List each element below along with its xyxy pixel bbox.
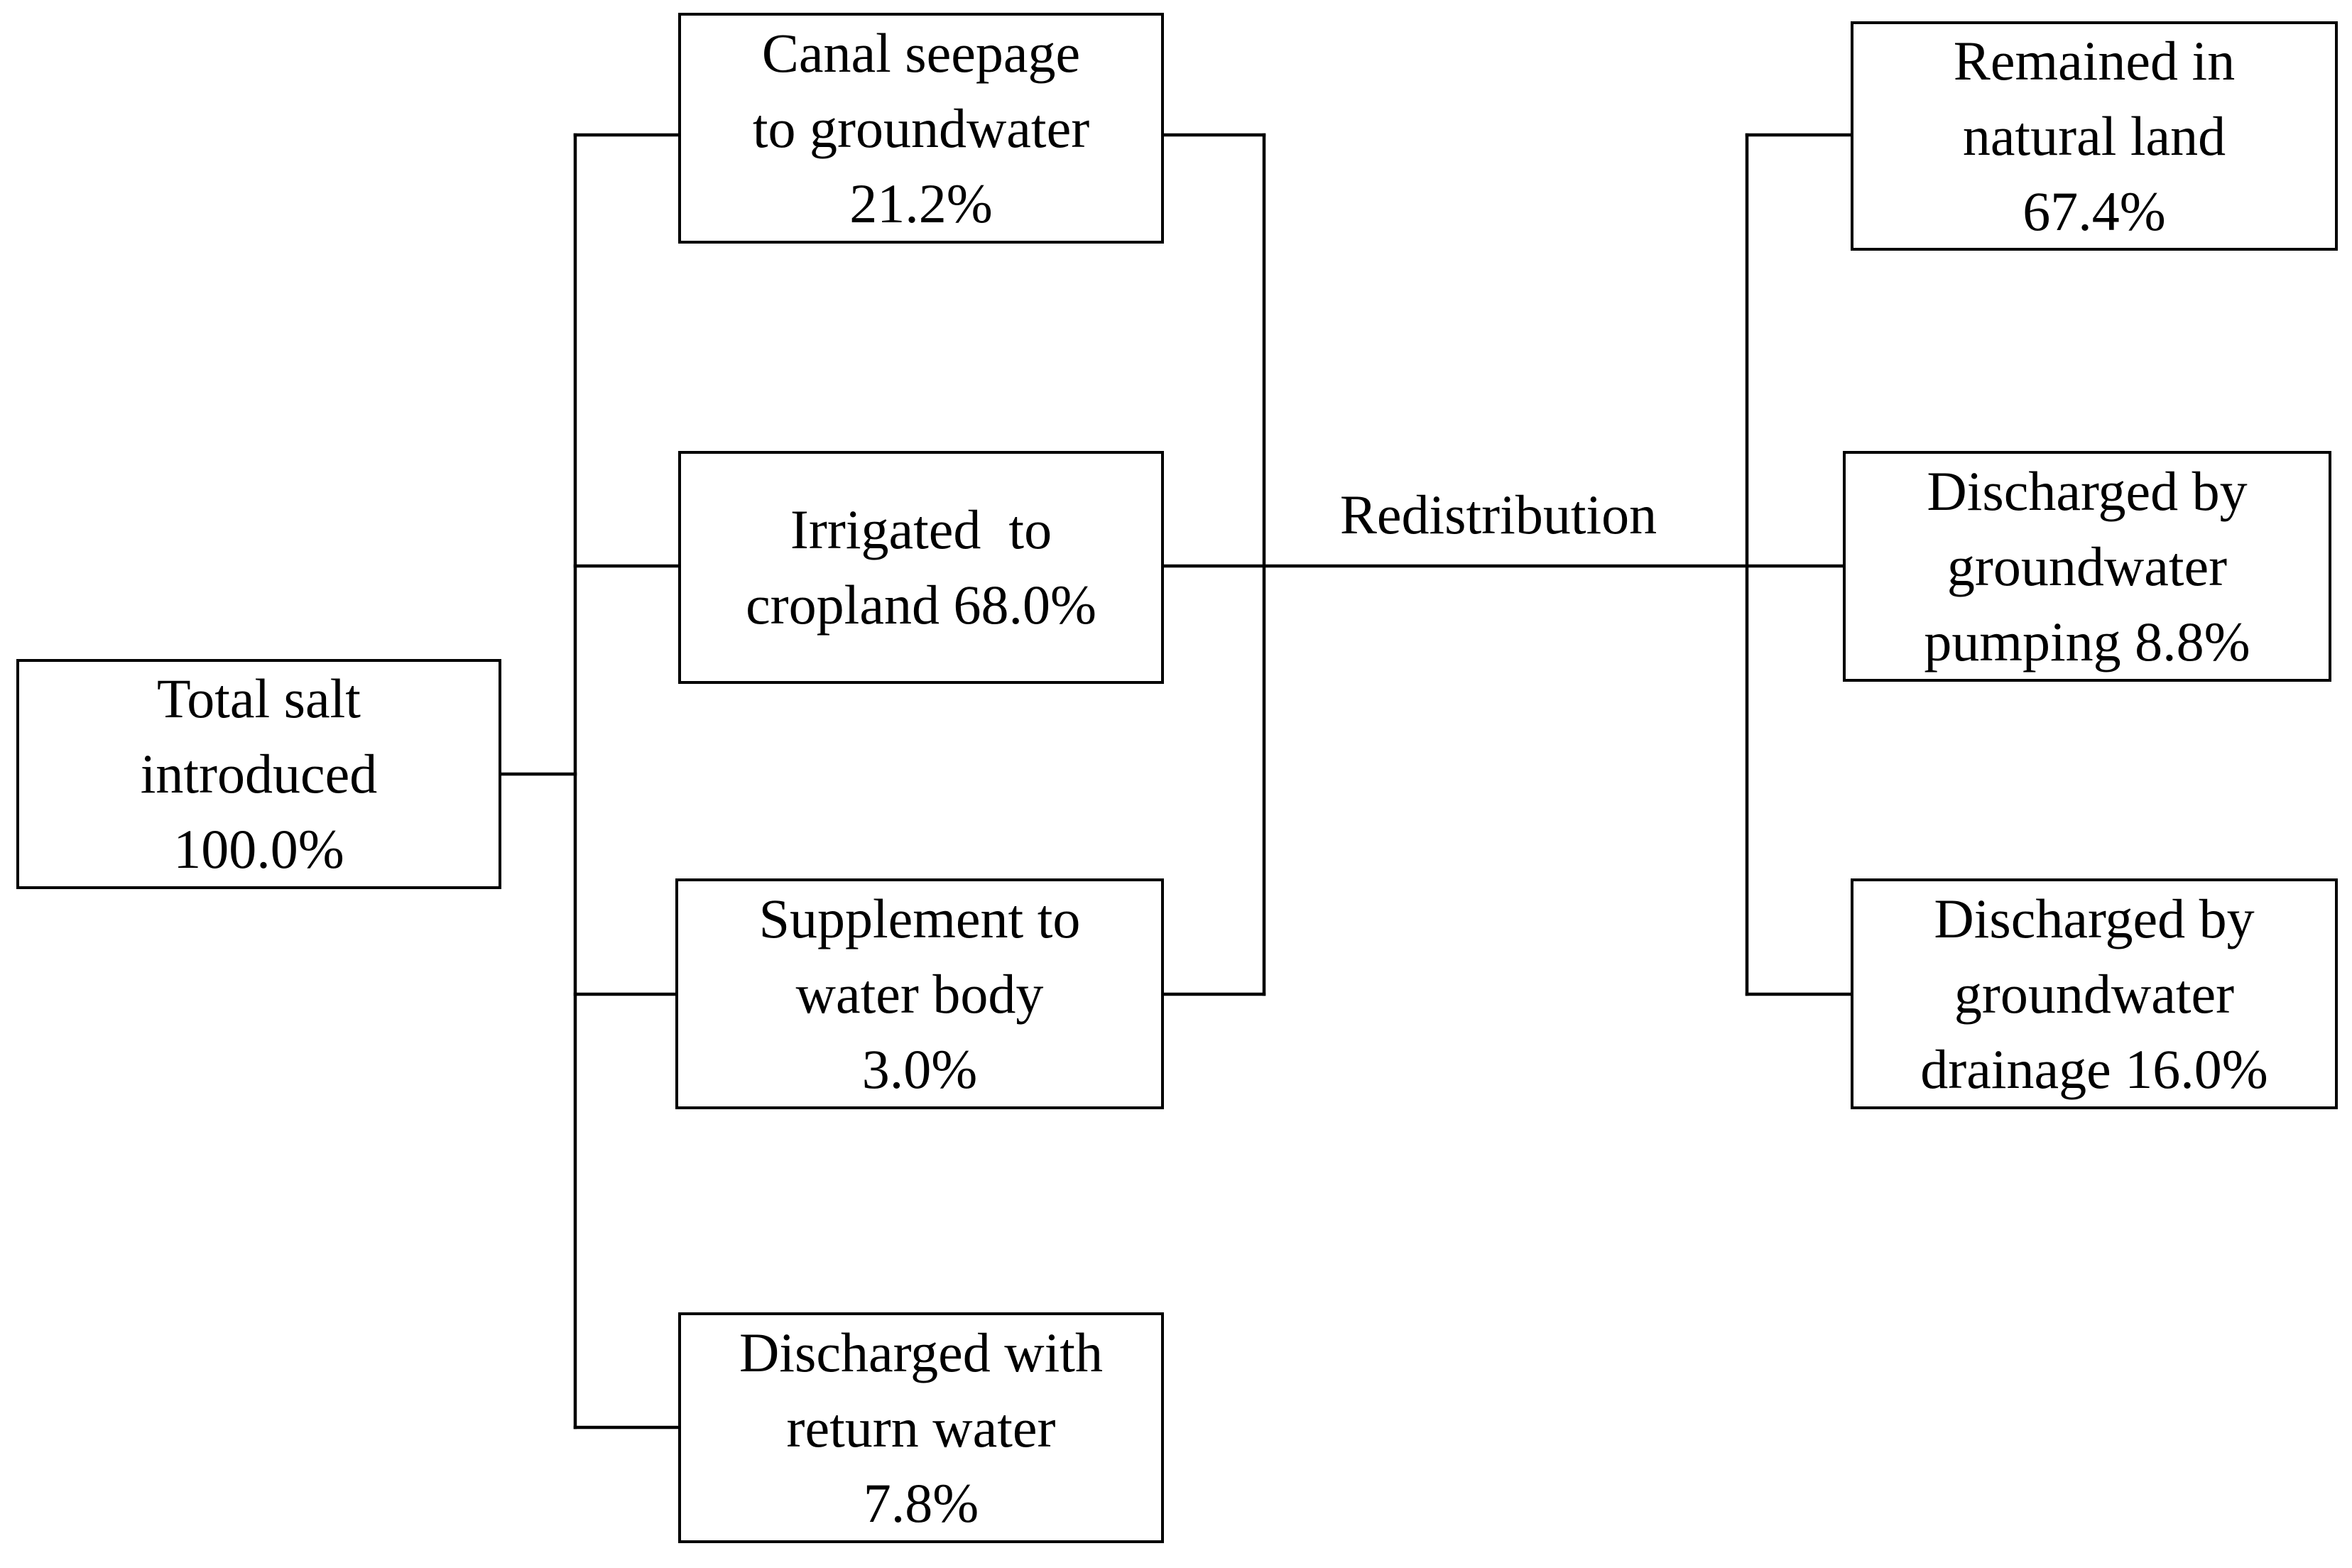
return-water-line1: Discharged with [739, 1321, 1103, 1383]
irrigated-cropland-line1: Irrigated to [790, 499, 1052, 560]
total-salt-line3: 100.0% [173, 818, 344, 880]
total-salt-box: Total salt introduced 100.0% [16, 659, 501, 889]
groundwater-pumping-box: Discharged by groundwater pumping 8.8% [1843, 451, 2331, 682]
redistribution-label: Redistribution [1339, 484, 1657, 545]
natural-land-line3: 67.4% [2022, 180, 2166, 242]
pumping-line1: Discharged by [1927, 459, 2248, 522]
drainage-line1: Discharged by [1934, 887, 2255, 949]
natural-land-line2: natural land [1962, 104, 2226, 167]
drainage-line2: groundwater [1954, 962, 2235, 1025]
natural-land-line1: Remained in [1953, 29, 2236, 92]
return-water-line2: return water [786, 1396, 1056, 1459]
canal-seepage-line3: 21.2% [849, 172, 993, 234]
return-water-line3: 7.8% [863, 1471, 979, 1534]
canal-seepage-box: Canal seepage to groundwater 21.2% [678, 13, 1164, 244]
irrigated-cropland-box: Irrigated to cropland 68.0% [678, 451, 1164, 684]
pumping-line3: pumping 8.8% [1924, 610, 2250, 673]
supplement-line1: Supplement to [758, 887, 1081, 949]
canal-seepage-line2: to groundwater [752, 97, 1090, 159]
return-water-box: Discharged with return water 7.8% [678, 1312, 1164, 1543]
supplement-line2: water body [795, 962, 1044, 1025]
pumping-line2: groundwater [1947, 535, 2228, 597]
drainage-line3: drainage 16.0% [1920, 1038, 2268, 1100]
total-salt-line2: introduced [140, 743, 378, 805]
irrigated-cropland-line2: cropland 68.0% [746, 574, 1096, 636]
supplement-water-body-box: Supplement to water body 3.0% [675, 878, 1164, 1109]
groundwater-drainage-box: Discharged by groundwater drainage 16.0% [1851, 878, 2338, 1109]
supplement-line3: 3.0% [861, 1038, 978, 1100]
total-salt-line1: Total salt [157, 668, 361, 729]
canal-seepage-line1: Canal seepage [761, 21, 1081, 84]
natural-land-box: Remained in natural land 67.4% [1851, 21, 2338, 251]
